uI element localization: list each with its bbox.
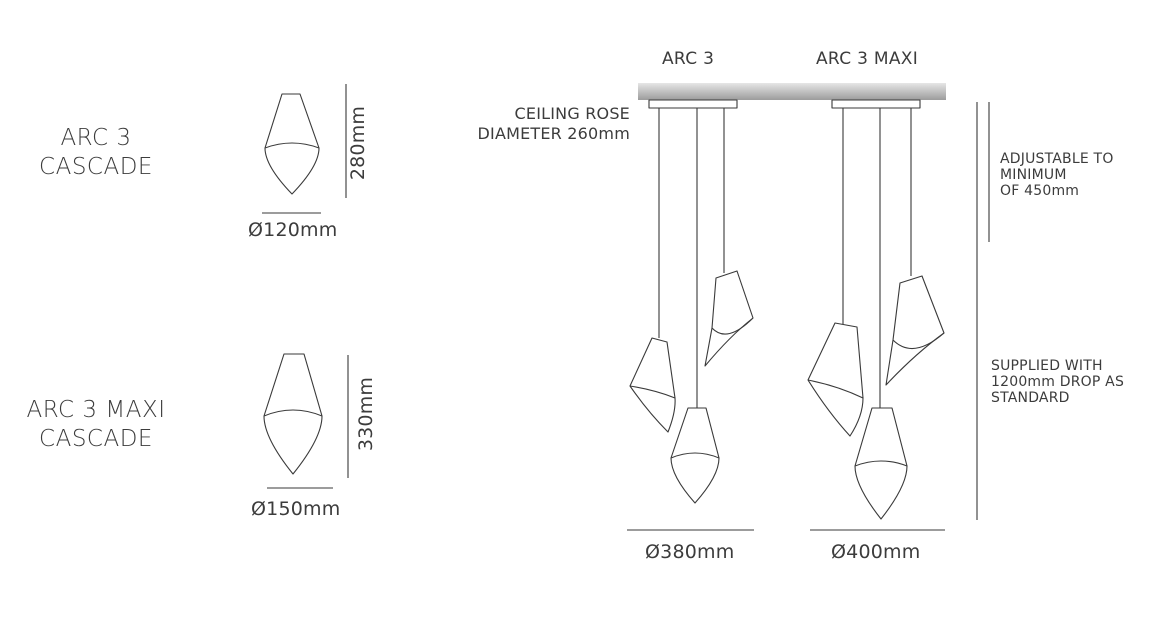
arc3-title: ARC 3 CASCADE (11, 124, 181, 182)
arc3-maxi-title-line1: ARC 3 MAXI (26, 397, 166, 423)
adjustable-note-line2: MINIMUM (1000, 167, 1067, 183)
arc3-maxi-shade-bottom (854, 407, 908, 520)
supplied-note-line3: STANDARD (991, 390, 1070, 406)
ceiling-rose-line1: CEILING ROSE (514, 104, 630, 123)
arc3-title-line1: ARC 3 (60, 125, 132, 151)
arc3-maxi-ceiling-rose (831, 99, 921, 109)
adjustable-note-line1: ADJUSTABLE TO (1000, 151, 1114, 167)
arc3-maxi-diameter-label: Ø150mm (251, 498, 341, 520)
arc3-title-line2: CASCADE (39, 154, 153, 180)
arc3-cluster-diameter-label: Ø380mm (645, 541, 735, 563)
ceiling-rose-line2: DIAMETER 260mm (477, 124, 630, 143)
adjustable-note: ADJUSTABLE TO MINIMUM OF 450mm (1000, 151, 1114, 199)
adjustable-note-line3: OF 450mm (1000, 183, 1080, 199)
ceiling-rose-label: CEILING ROSE DIAMETER 260mm (478, 104, 631, 144)
arc3-maxi-shade-left (807, 322, 864, 437)
arc3-maxi-title-line2: CASCADE (39, 426, 153, 452)
arc3-ceiling-rose (648, 99, 738, 109)
arc3-diameter-label: Ø120mm (248, 219, 338, 241)
assembly-arc3-maxi-header: ARC 3 MAXI (816, 49, 919, 69)
arc3-maxi-shade-right (885, 275, 945, 386)
arc3-shade-left (629, 337, 676, 433)
arc3-maxi-title: ARC 3 MAXI CASCADE (11, 396, 181, 454)
arc3-shade-icon (264, 93, 320, 195)
supplied-note: SUPPLIED WITH 1200mm DROP AS STANDARD (991, 358, 1124, 406)
supplied-note-line1: SUPPLIED WITH (991, 358, 1103, 374)
arc3-maxi-cluster-diameter-label: Ø400mm (831, 541, 921, 563)
arc3-height-label: 280mm (347, 105, 369, 181)
arc3-shade-bottom (670, 407, 720, 504)
arc3-shade-right (704, 270, 754, 367)
supplied-note-line2: 1200mm DROP AS (991, 374, 1125, 390)
assembly-arc3-header: ARC 3 (662, 49, 715, 69)
arc3-maxi-height-label: 330mm (355, 376, 377, 452)
arc3-maxi-shade-icon (263, 353, 323, 475)
ceiling-bar (638, 83, 946, 100)
